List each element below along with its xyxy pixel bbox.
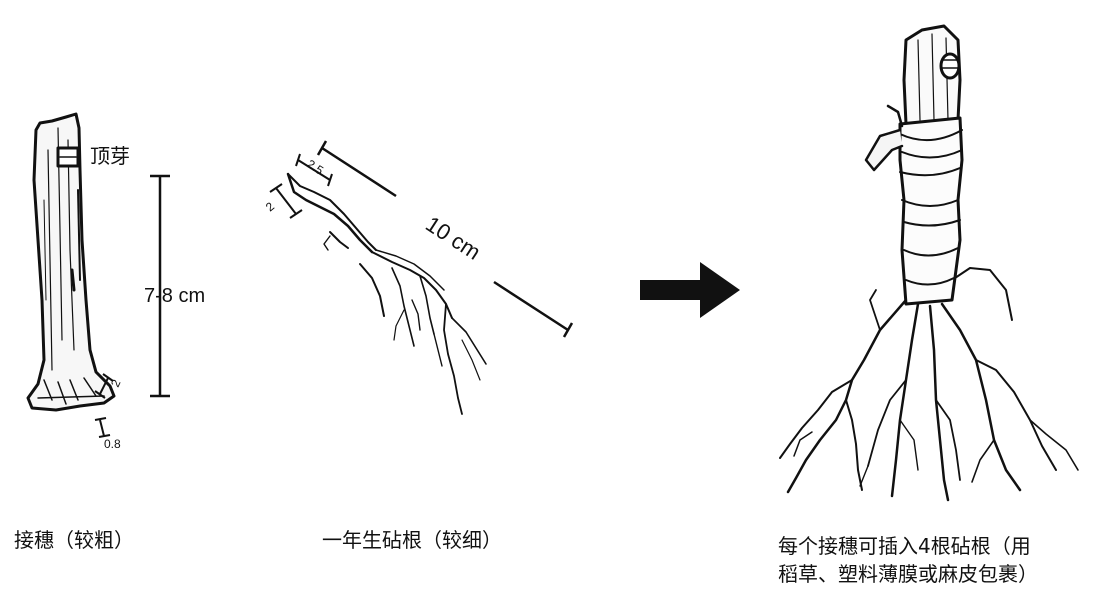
rootstock-tip-dim-b: 2	[263, 199, 277, 214]
rootstock-drawing	[286, 172, 487, 415]
scion-length-dimension	[150, 174, 170, 398]
grafted-bud	[939, 52, 961, 80]
scion-base-dimension-a	[94, 373, 114, 399]
arrow-right-icon	[640, 262, 740, 318]
rootstock-tip-dimension-b	[269, 183, 303, 219]
rootstock-tip-dimension-a	[295, 153, 333, 187]
rootstock-length-dimension	[316, 140, 574, 338]
terminal-bud-label: 顶芽	[90, 144, 130, 168]
scion-length-label: 7-8 cm	[144, 285, 206, 307]
rootstock-caption: 一年生砧根（较细）	[322, 528, 502, 552]
result-caption: 每个接穗可插入4根砧根（用 稻草、塑料薄膜或麻皮包裹）	[778, 532, 1098, 588]
result-caption-line-1: 每个接穗可插入4根砧根（用	[778, 534, 1031, 558]
scion-base-dimension-b	[94, 417, 111, 438]
scion-caption: 接穗（较粗）	[14, 528, 134, 552]
result-caption-line-2: 稻草、塑料薄膜或麻皮包裹）	[778, 562, 1038, 586]
grafted-result-drawing	[779, 24, 1079, 502]
scion-base-dim-b: 0.8	[104, 437, 121, 451]
scion-drawing	[26, 112, 116, 412]
rootstock-length-label: 10 cm	[421, 211, 485, 265]
